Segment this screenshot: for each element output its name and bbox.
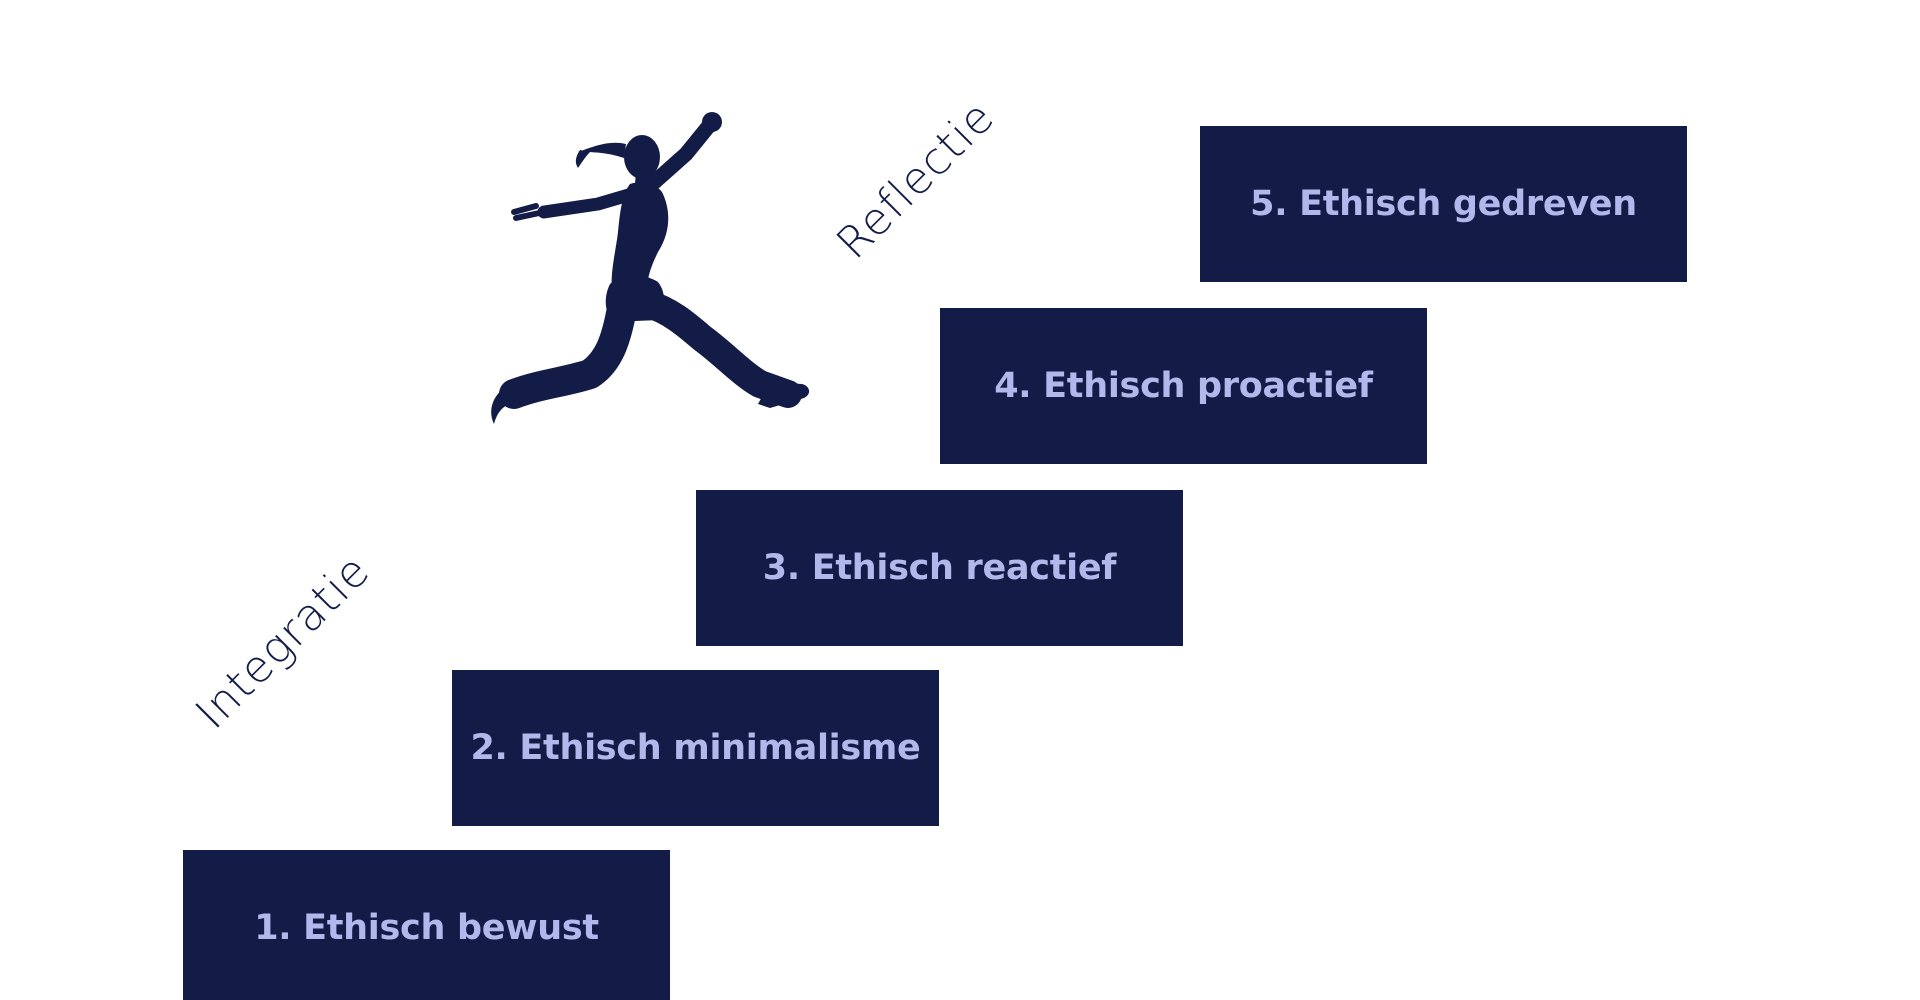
- step-3-label: 3. Ethisch reactief: [762, 548, 1117, 588]
- jumping-woman-silhouette-icon: [491, 112, 810, 424]
- step-2-box: 2. Ethisch minimalisme: [452, 670, 939, 826]
- step-1-label: 1. Ethisch bewust: [254, 908, 599, 948]
- step-3-box: 3. Ethisch reactief: [696, 490, 1183, 646]
- step-1-box: 1. Ethisch bewust: [183, 850, 670, 1000]
- integratie-label: Integratie: [185, 545, 380, 739]
- step-5-box: 5. Ethisch gedreven: [1200, 126, 1687, 282]
- reflectie-label: Reflectie: [826, 91, 1005, 270]
- step-4-box: 4. Ethisch proactief: [940, 308, 1427, 464]
- step-4-label: 4. Ethisch proactief: [994, 366, 1373, 406]
- step-2-label: 2. Ethisch minimalisme: [470, 728, 921, 768]
- step-5-label: 5. Ethisch gedreven: [1250, 184, 1637, 224]
